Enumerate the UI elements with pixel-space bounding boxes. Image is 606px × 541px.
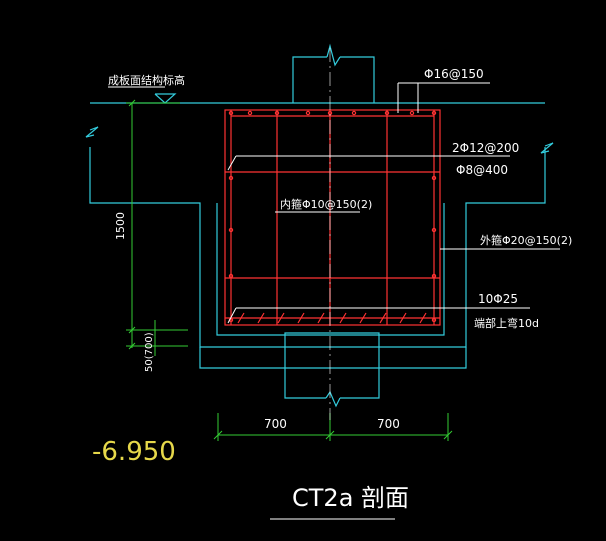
elevation-value: -6.950 bbox=[92, 437, 176, 467]
mid-bar2-label: Φ8@400 bbox=[456, 163, 508, 177]
top-bar-label: Φ16@150 bbox=[424, 67, 484, 81]
mid-bar1-label: 2Φ12@200 bbox=[452, 141, 519, 155]
leader-lines bbox=[108, 82, 560, 324]
structure-outline bbox=[85, 43, 554, 408]
top-elevation-label: 成板面结构标高 bbox=[108, 73, 185, 87]
dim-1500-label: 1500 bbox=[114, 212, 127, 240]
dimension-lines bbox=[126, 99, 453, 441]
outer-stirrup-label: 外箍Φ20@150(2) bbox=[480, 233, 572, 247]
inner-stirrup-label: 内箍Φ10@150(2) bbox=[280, 197, 372, 211]
anchor-note-label: 端部上弯10d bbox=[474, 316, 539, 330]
section-title: CT2a 剖面 bbox=[292, 484, 409, 512]
bottom-bar-label: 10Φ25 bbox=[478, 292, 518, 306]
rebar-cage bbox=[224, 109, 441, 326]
dim-left-700: 700 bbox=[264, 417, 287, 431]
dim-right-700: 700 bbox=[377, 417, 400, 431]
dim-50-label: 50(700) bbox=[144, 332, 155, 372]
